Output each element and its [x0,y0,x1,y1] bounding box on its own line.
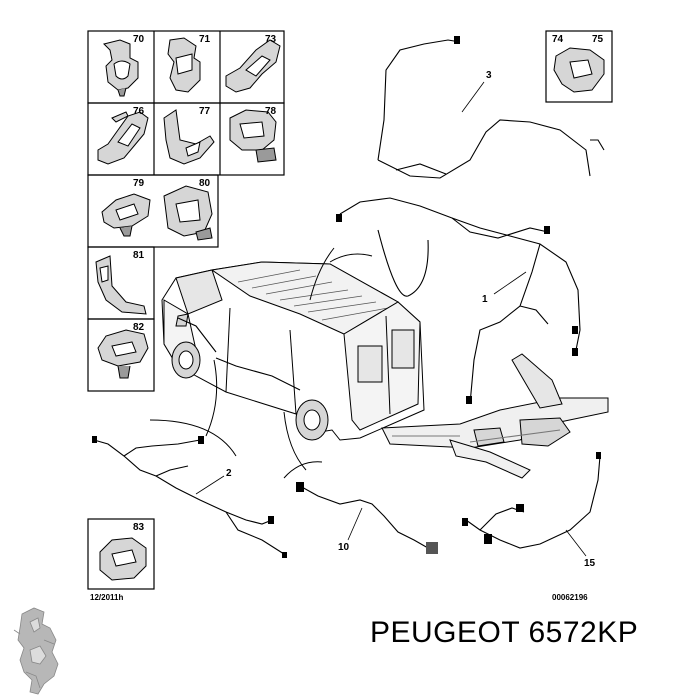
callouts: 1 2 3 10 15 [226,70,596,569]
clip-box-74-75: 74 75 [545,30,613,103]
clip-drawings [95,37,281,379]
clip-label-83: 83 [133,522,145,533]
brand-part-number: PEUGEOT 6572KP [370,616,639,649]
clip-label-82: 82 [133,322,145,333]
callout-2: 2 [226,468,232,479]
harness-connectors [92,36,601,558]
clip-81-drawing [95,255,147,315]
peugeot-lion-logo [13,607,59,695]
clip-label-78: 78 [265,106,277,117]
clip-label-75: 75 [592,34,604,45]
clip-76-drawing [97,111,149,165]
clip-73-drawing [225,39,281,93]
clip-box-83: 83 [87,518,155,590]
clip-label-71: 71 [199,34,211,45]
clip-78-drawing [229,109,277,163]
clip-label-70: 70 [133,34,145,45]
guide-arcs [149,247,373,479]
van-illustration [161,261,425,441]
clip-71-drawing [167,37,201,93]
clip-82-drawing [97,329,149,379]
callout-10: 10 [338,542,350,553]
callout-leaders [195,81,587,557]
clip-77-drawing [163,109,215,165]
clip-80-drawing [163,185,213,241]
clip-70-drawing [103,39,139,97]
date-code: 12/2011h [90,593,123,602]
clip-label-73: 73 [265,34,277,45]
drawing-number: 00062196 [552,593,588,602]
clip-label-80: 80 [199,178,211,189]
clip-label-74: 74 [552,34,564,45]
clip-label-79: 79 [133,178,145,189]
clip-label-77: 77 [199,106,211,117]
underbody-frame [381,353,609,479]
callout-3: 3 [486,70,492,81]
clip-79-drawing [101,193,151,237]
callout-15: 15 [584,558,596,569]
clip-grid [87,30,285,392]
callout-1: 1 [482,294,488,305]
clip-label-76: 76 [133,106,145,117]
clip-label-81: 81 [133,250,145,261]
clip-labels: 70 71 73 76 77 78 79 80 81 82 [133,34,277,333]
